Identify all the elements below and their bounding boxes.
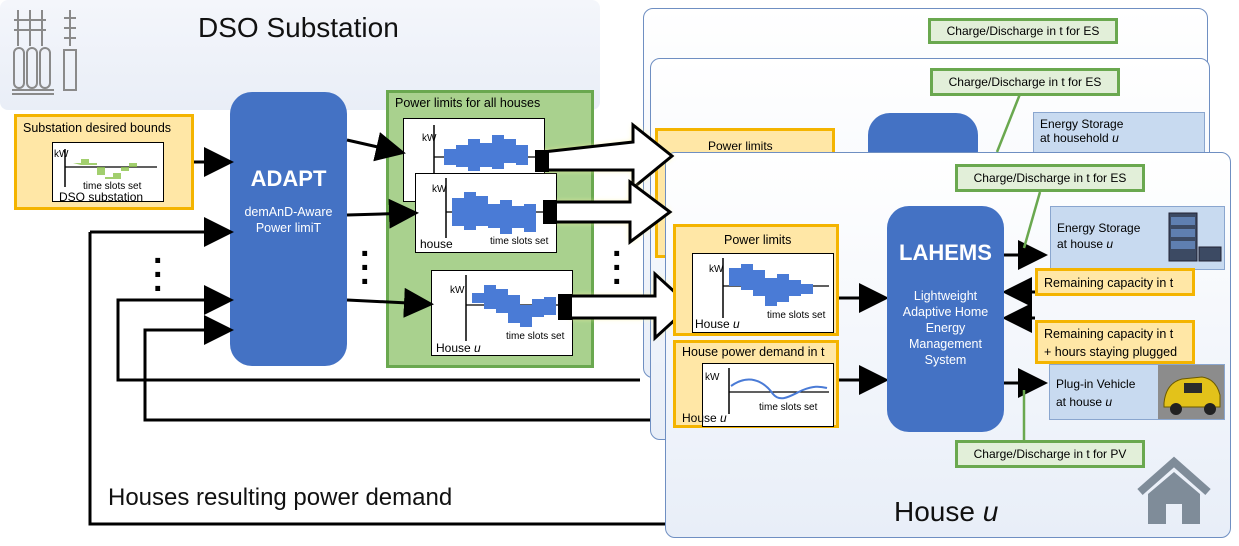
energy-storage-at-house-u: u — [1106, 237, 1114, 251]
house-plot-kw: kW — [709, 264, 724, 275]
battery-rack-icon — [1168, 212, 1222, 262]
demand-time: time slots set — [759, 402, 818, 413]
limits-plot-3-kw: kW — [450, 285, 465, 296]
power-limits-house-plot: kW House u time slots set — [692, 253, 834, 333]
bounds-kw: kW — [54, 149, 69, 160]
power-limits-house-box: Power limits kW House u time slots set — [673, 224, 839, 336]
house-plot-house-prefix: House — [695, 317, 730, 331]
limits-plot-2: kW house time slots set — [415, 173, 557, 253]
plugin-vehicle-box: Plug-in Vehicle at house u — [1049, 364, 1225, 420]
demand-house-prefix: House — [682, 411, 717, 425]
pev-at-house-u: u — [1105, 395, 1113, 409]
at-household-u: u — [1112, 131, 1119, 145]
lahems-subtitle: Lightweight Adaptive Home Energy Managem… — [902, 289, 989, 367]
lahems-block: LAHEMS Lightweight Adaptive Home Energy … — [887, 206, 1004, 432]
limits-plot-1-kw: kW — [422, 133, 437, 144]
house-panel-title-u: u — [982, 496, 999, 527]
charge-es-label-back-1: Charge/Discharge in t for ES — [930, 68, 1120, 96]
feedback-label: Houses resulting power demand — [108, 484, 453, 511]
at-household-label: at household — [1040, 131, 1109, 145]
pev-at-house-text: at house — [1056, 395, 1103, 409]
limits-plot-3-house-var: u — [474, 341, 481, 355]
limits-plot-3-time: time slots set — [506, 331, 565, 342]
substation-icon — [12, 10, 77, 95]
power-limits-house-graphic — [722, 258, 829, 318]
remaining-plugged-box: Remaining capacity in t + hours staying … — [1035, 320, 1195, 364]
charge-pv-label: Charge/Discharge in t for PV — [955, 440, 1145, 468]
bounds-time-slots: time slots set — [83, 181, 142, 192]
electric-car-icon — [1158, 365, 1224, 419]
dso-title: DSO Substation — [198, 12, 399, 43]
adapt-title: ADAPT — [250, 166, 327, 191]
house-demand-box: House power demand in t kW time slots se… — [673, 340, 839, 428]
power-limits-house-title: Power limits — [724, 233, 792, 247]
house-demand-title: House power demand in t — [682, 345, 825, 359]
energy-storage-at-house: at house u — [1057, 237, 1113, 251]
remaining-capacity-label: Remaining capacity in t — [1044, 276, 1174, 290]
adapt-block: ADAPT demAnD-Aware Power limiT — [230, 92, 347, 366]
energy-storage-back: Energy Storage at household u — [1033, 112, 1205, 158]
energy-storage-front: Energy Storage at house u — [1050, 206, 1225, 270]
house-demand-plot: kW time slots set — [702, 363, 834, 427]
bounds-plot-graphic — [64, 149, 157, 187]
limits-plot-3-house-prefix: House — [436, 341, 471, 355]
home-icon — [1137, 456, 1211, 524]
adapt-subtitle: demAnD-Aware Power limiT — [244, 205, 333, 235]
limits-plot-2-kw: kW — [432, 184, 447, 195]
energy-storage-front-label: Energy Storage — [1057, 221, 1141, 235]
demand-house: House u — [682, 411, 727, 425]
limits-plot-2-house: house — [420, 237, 453, 251]
substation-bounds-title: Substation desired bounds — [23, 121, 172, 135]
house-panel-title: House u — [894, 496, 998, 528]
energy-storage-at-house-text: at house — [1057, 237, 1104, 251]
limits-plot-3-house: House u — [436, 341, 481, 355]
power-limits-back-label: Power limits — [708, 139, 773, 153]
plugin-vehicle-at-house: at house u — [1056, 395, 1112, 409]
bounds-dso-substation: DSO substation — [59, 190, 144, 204]
charge-es-label-back-2: Charge/Discharge in t for ES — [928, 18, 1118, 44]
energy-storage-back-label: Energy Storage — [1040, 117, 1124, 131]
charge-es-label-front: Charge/Discharge in t for ES — [955, 164, 1145, 192]
house-plot-house: House u — [695, 317, 740, 331]
limits-plot-3: kW House u time slots set — [431, 270, 573, 356]
bounds-plot: kW time slots set DSO substation — [52, 142, 164, 204]
ellipsis-dots-2: ··· — [360, 235, 372, 301]
plugin-vehicle-label: Plug-in Vehicle — [1056, 377, 1136, 391]
remaining-plugged-line1: Remaining capacity in t — [1044, 327, 1174, 341]
limits-plot-2-time: time slots set — [490, 236, 549, 247]
house-plot-time: time slots set — [767, 310, 826, 321]
remaining-plugged-line2: + hours staying plugged — [1044, 345, 1178, 359]
ellipsis-dots-3: ··· — [612, 235, 624, 301]
house-plot-house-u: u — [733, 317, 740, 331]
house-panel-title-text: House — [894, 496, 975, 527]
lahems-title: LAHEMS — [899, 240, 992, 265]
demand-house-u: u — [720, 411, 727, 425]
limits-plot-3-graphic — [465, 275, 570, 341]
house-demand-graphic — [728, 368, 829, 414]
demand-kw: kW — [705, 372, 720, 383]
remaining-capacity-box: Remaining capacity in t — [1035, 268, 1195, 296]
substation-bounds-box: Substation desired bounds kW time slots … — [14, 114, 194, 210]
power-limits-all-title: Power limits for all houses — [395, 96, 541, 110]
limits-plot-2-graphic — [445, 178, 552, 238]
ellipsis-dots-1: ··· — [153, 242, 165, 308]
